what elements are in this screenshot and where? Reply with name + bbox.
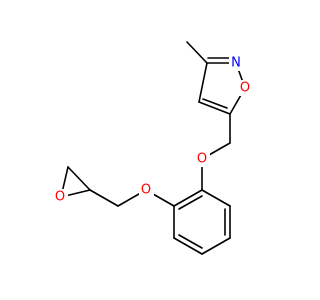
bond-ch2-epox: [89, 189, 119, 207]
bond-ar3: [201, 237, 231, 255]
atom-o-ether-lower: O: [139, 182, 154, 198]
atom-o-isoxazole: O: [238, 80, 253, 96]
atom-o-epoxide: O: [53, 189, 68, 205]
atom-label-o-epoxide: O: [55, 190, 65, 205]
bond-c5-c4: [198, 101, 231, 115]
bonds: [60, 41, 246, 255]
bond-ar4: [173, 237, 203, 255]
bond-ar1: [201, 189, 231, 207]
atom-label-o-ring: O: [240, 81, 250, 96]
atom-label-o-ether2: O: [141, 183, 151, 198]
atom-label-n: N: [231, 56, 241, 71]
bond-c4-c3: [198, 62, 208, 103]
atom-label-o-ether1: O: [197, 152, 207, 167]
bond-ar4-inner: [178, 234, 203, 249]
bond-methyl: [186, 41, 208, 64]
bond-epox-c-c: [67, 166, 91, 191]
atom-n-isoxazole: N: [229, 55, 244, 71]
molecule-diagram: N O O O O: [53, 41, 253, 255]
bond-ar6: [173, 189, 203, 207]
structure-drawing: N O O O O: [53, 41, 253, 255]
atom-labels: N O O O O: [53, 55, 253, 205]
bond-c5-c4-double: [202, 98, 228, 109]
atom-o-ether-upper: O: [195, 151, 210, 167]
bond-ar6-inner: [178, 195, 203, 210]
